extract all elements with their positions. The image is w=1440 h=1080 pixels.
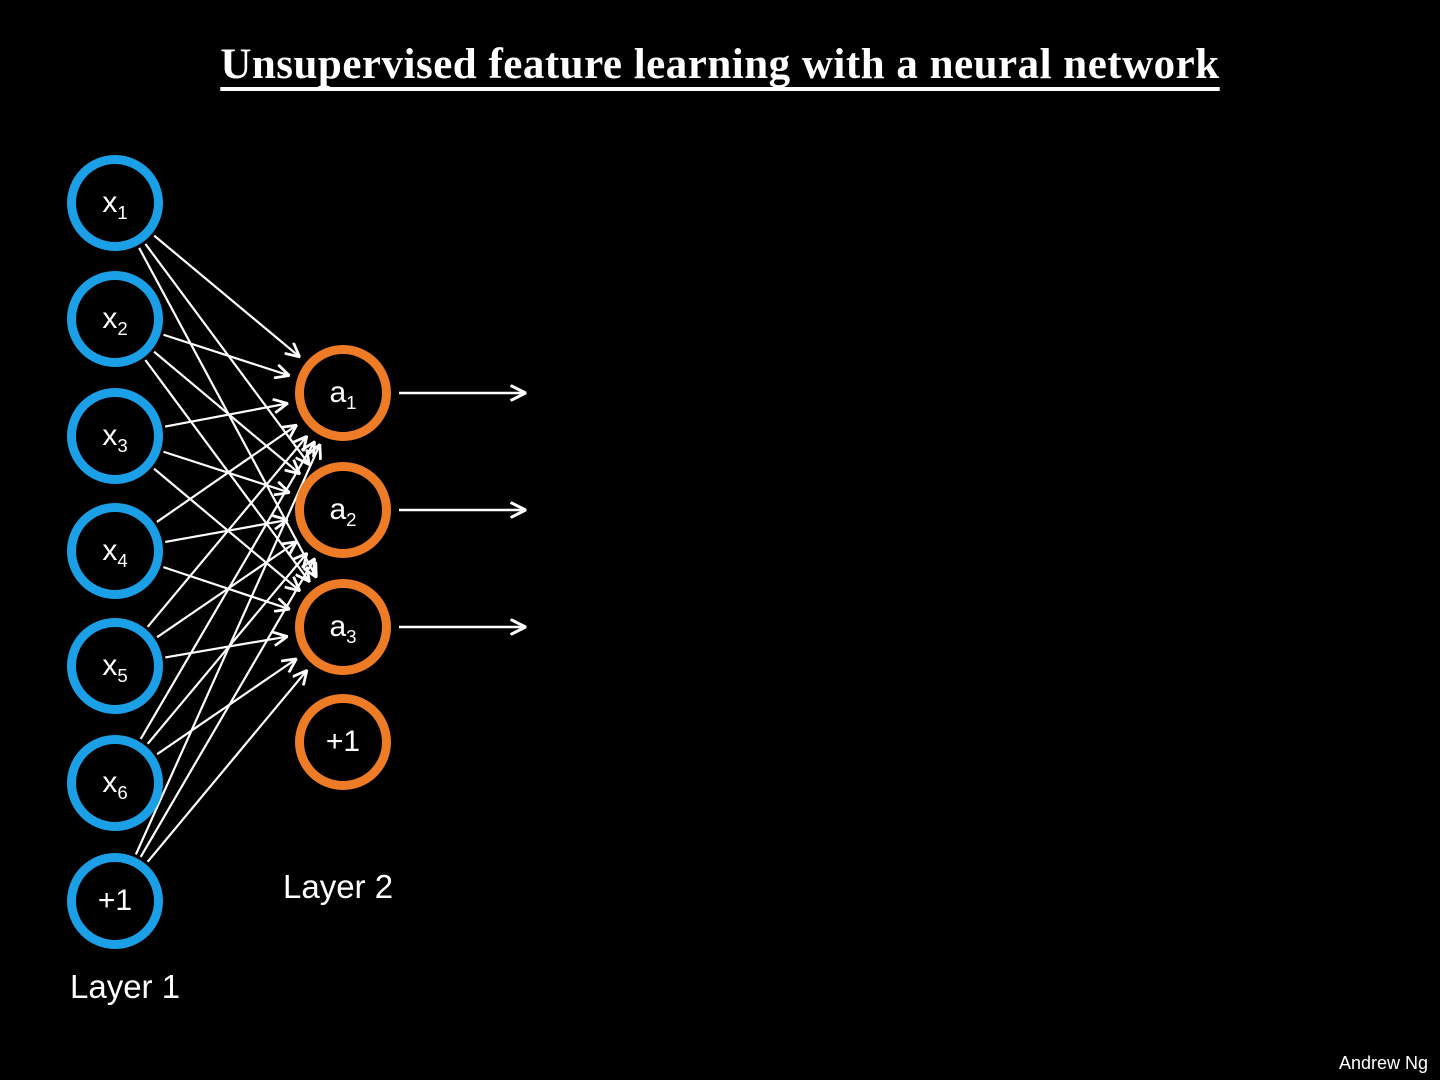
node-a3: a3: [295, 579, 391, 675]
node-label: x4: [102, 534, 128, 571]
node-label: +1: [325, 725, 361, 758]
node-x6: x6: [67, 735, 163, 831]
node-x2: x2: [67, 271, 163, 367]
edge-x3-to-a2: [163, 450, 288, 492]
edge-x3-to-a1: [164, 404, 286, 428]
node-layer2-bias: +1: [295, 694, 391, 790]
author-credit: Andrew Ng: [1338, 1053, 1428, 1073]
node-label: x2: [102, 302, 128, 339]
edge-x4-to-a3: [163, 566, 288, 609]
edge-x4-to-a1: [156, 426, 295, 523]
node-label: x5: [102, 649, 128, 686]
node-label: x6: [102, 766, 128, 803]
edge-x3-to-a3: [153, 467, 298, 590]
layer2-label: Layer 2: [283, 868, 394, 905]
edge-x5-to-a1: [146, 438, 306, 628]
node-label: a1: [329, 376, 357, 413]
node-label: a3: [329, 610, 357, 647]
node-x3: x3: [67, 388, 163, 484]
edge-x6-to-a1: [139, 443, 314, 740]
node-layer1-bias: +1: [67, 853, 163, 949]
edge-x2-to-a1: [163, 333, 288, 375]
node-label: +1: [97, 884, 133, 917]
node-label: x1: [102, 186, 128, 223]
node-x1: x1: [67, 155, 163, 251]
node-label: a2: [329, 493, 357, 530]
slide-title: Unsupervised feature learning with a neu…: [220, 41, 1220, 88]
edge-x6-to-a2: [146, 555, 306, 745]
node-x5: x5: [67, 618, 163, 714]
edge-x1-to-a1: [153, 234, 298, 356]
node-label: x3: [102, 419, 128, 456]
edge-x2-to-a2: [153, 350, 298, 473]
node-a2: a2: [295, 462, 391, 558]
layer1-label: Layer 1: [70, 968, 181, 1005]
node-a1: a1: [295, 345, 391, 441]
edge-+1bias-to-a2: [139, 560, 314, 858]
edge-x6-to-a3: [156, 660, 295, 756]
edge-+1bias-to-a1: [134, 446, 319, 855]
edge-x5-to-a2: [156, 543, 295, 639]
node-x4: x4: [67, 503, 163, 599]
edge-x5-to-a3: [165, 637, 286, 659]
edge-x1-to-a2: [144, 243, 308, 463]
edge-x2-to-a3: [144, 359, 308, 580]
edge-+1bias-to-a3: [146, 672, 306, 863]
